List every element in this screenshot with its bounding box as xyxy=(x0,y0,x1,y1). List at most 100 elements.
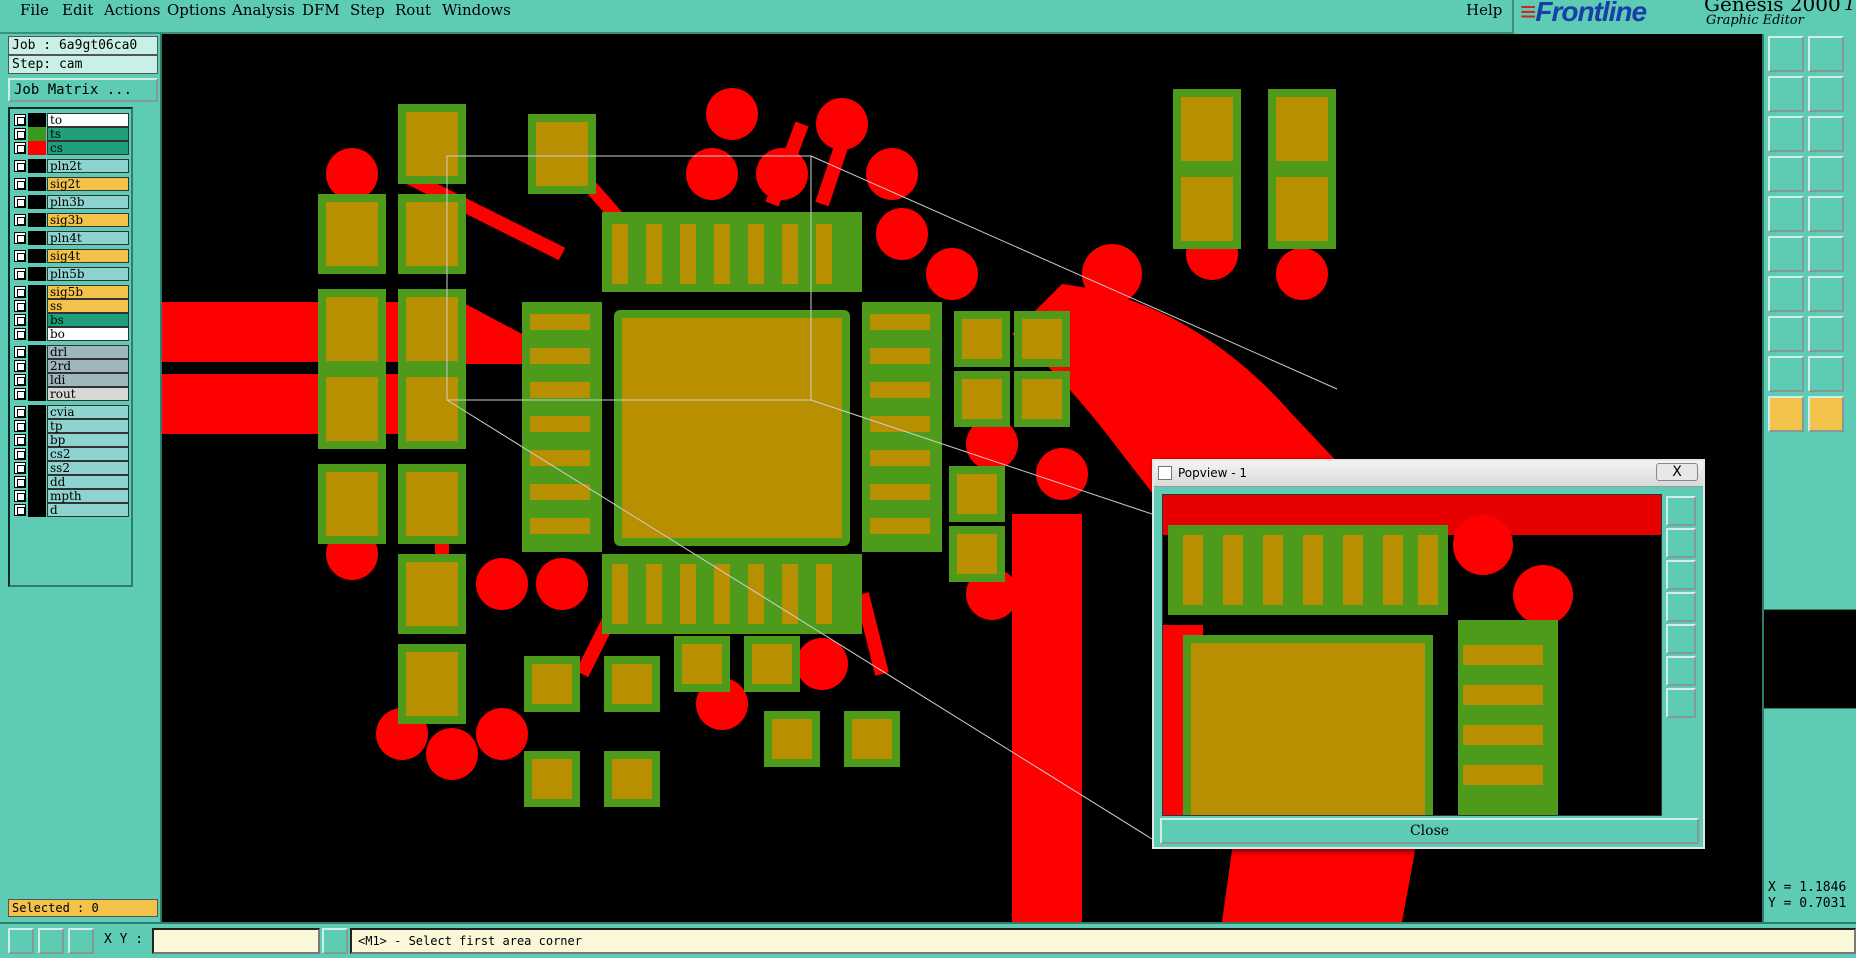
layer-checkbox[interactable] xyxy=(14,374,26,386)
close-icon[interactable]: X xyxy=(1656,463,1698,481)
layer-checkbox[interactable] xyxy=(14,214,26,226)
layer-row-drl[interactable]: drl xyxy=(14,345,129,359)
fit-all-icon[interactable] xyxy=(1666,688,1696,718)
popview-canvas[interactable] xyxy=(1162,494,1662,816)
layer-row-sig4t[interactable]: sig4t xyxy=(14,249,129,263)
move-icon[interactable] xyxy=(1768,236,1804,272)
line-icon[interactable] xyxy=(1808,316,1844,352)
add-pad-icon[interactable] xyxy=(1768,316,1804,352)
layer-row-ldi[interactable]: ldi xyxy=(14,373,129,387)
layer-checkbox[interactable] xyxy=(14,300,26,312)
layer-checkbox[interactable] xyxy=(14,490,26,502)
layer-row-2rd[interactable]: 2rd xyxy=(14,359,129,373)
layer-row-ss[interactable]: ss xyxy=(14,299,129,313)
layer-checkbox[interactable] xyxy=(14,314,26,326)
fit-icon[interactable] xyxy=(1768,116,1804,152)
pan-right-icon[interactable] xyxy=(1808,76,1844,112)
layer-row-bs[interactable]: bs xyxy=(14,313,129,327)
layer-checkbox[interactable] xyxy=(14,250,26,262)
menu-rout[interactable]: Rout xyxy=(395,1,432,19)
layer-row-sig3b[interactable]: sig3b xyxy=(14,213,129,227)
layer-row-bp[interactable]: bp xyxy=(14,433,129,447)
draw-line-icon[interactable] xyxy=(1808,276,1844,312)
layer-checkbox[interactable] xyxy=(14,448,26,460)
layer-row-pln3b[interactable]: pln3b xyxy=(14,195,129,209)
layer-checkbox[interactable] xyxy=(14,388,26,400)
delete-icon[interactable] xyxy=(1808,196,1844,232)
layer-checkbox[interactable] xyxy=(14,462,26,474)
layer-row-cvia[interactable]: cvia xyxy=(14,405,129,419)
layer-row-to[interactable]: to xyxy=(14,113,129,127)
pan-left-icon[interactable] xyxy=(1666,592,1696,622)
grid-icon[interactable] xyxy=(68,928,94,954)
cross-icon[interactable] xyxy=(1808,236,1844,272)
layer-checkbox[interactable] xyxy=(14,178,26,190)
layer-row-bo[interactable]: bo xyxy=(14,327,129,341)
arrow-icon[interactable] xyxy=(1768,396,1804,432)
layer-row-sig2t[interactable]: sig2t xyxy=(14,177,129,191)
arc-icon[interactable] xyxy=(1768,356,1804,392)
layer-row-pln4t[interactable]: pln4t xyxy=(14,231,129,245)
layer-checkbox[interactable] xyxy=(14,142,26,154)
layer-checkbox[interactable] xyxy=(14,406,26,418)
zoom-in-icon[interactable] xyxy=(1666,528,1696,558)
zoom-in-icon[interactable] xyxy=(1768,36,1804,72)
layer-checkbox[interactable] xyxy=(14,268,26,280)
popview-titlebar[interactable]: Popview - 1 X xyxy=(1154,461,1703,487)
layer-row-ss2[interactable]: ss2 xyxy=(14,461,129,475)
fit-icon[interactable] xyxy=(1666,656,1696,686)
menu-options[interactable]: Options xyxy=(167,1,227,19)
pan-right-icon[interactable] xyxy=(1666,624,1696,654)
layer-row-cs[interactable]: cs xyxy=(14,141,129,155)
overview-map[interactable] xyxy=(1764,609,1856,709)
angle-icon[interactable] xyxy=(38,928,64,954)
fit-all-icon[interactable] xyxy=(1808,116,1844,152)
menu-edit[interactable]: Edit xyxy=(62,1,94,19)
layer-row-cs2[interactable]: cs2 xyxy=(14,447,129,461)
layer-row-rout[interactable]: rout xyxy=(14,387,129,401)
pointer-icon[interactable] xyxy=(1808,396,1844,432)
layer-checkbox[interactable] xyxy=(14,128,26,140)
menu-dfm[interactable]: DFM xyxy=(302,1,340,19)
layer-row-dd[interactable]: dd xyxy=(14,475,129,489)
layer-checkbox[interactable] xyxy=(14,434,26,446)
zoom-home-icon[interactable] xyxy=(1666,496,1696,526)
job-matrix-button[interactable]: Job Matrix ... xyxy=(8,78,158,102)
snap-icon[interactable] xyxy=(1808,156,1844,192)
layer-checkbox[interactable] xyxy=(14,346,26,358)
popview-close-button[interactable]: Close xyxy=(1160,818,1699,844)
layer-checkbox[interactable] xyxy=(14,328,26,340)
zoom-out-icon[interactable] xyxy=(1666,560,1696,590)
layer-checkbox[interactable] xyxy=(14,114,26,126)
menu-step[interactable]: Step xyxy=(350,1,385,19)
menu-windows[interactable]: Windows xyxy=(442,1,511,19)
triangle-icon[interactable] xyxy=(1808,356,1844,392)
layer-row-pln2t[interactable]: pln2t xyxy=(14,159,129,173)
layer-row-ts[interactable]: ts xyxy=(14,127,129,141)
layer-checkbox[interactable] xyxy=(14,160,26,172)
layer-checkbox[interactable] xyxy=(14,196,26,208)
pan-left-icon[interactable] xyxy=(1768,76,1804,112)
zoom-out-icon[interactable] xyxy=(1808,36,1844,72)
menu-actions[interactable]: Actions xyxy=(104,1,161,19)
menu-file[interactable]: File xyxy=(20,1,49,19)
layer-checkbox[interactable] xyxy=(14,504,26,516)
layer-checkbox[interactable] xyxy=(14,420,26,432)
select-icon[interactable] xyxy=(1768,196,1804,232)
menu-analysis[interactable]: Analysis xyxy=(232,1,295,19)
info-icon[interactable] xyxy=(322,928,348,954)
layer-row-pln5b[interactable]: pln5b xyxy=(14,267,129,281)
layer-checkbox[interactable] xyxy=(14,286,26,298)
snap-grid-icon[interactable] xyxy=(8,928,34,954)
menu-help[interactable]: Help xyxy=(1466,1,1503,19)
layer-checkbox[interactable] xyxy=(14,232,26,244)
layer-row-d[interactable]: d xyxy=(14,503,129,517)
layer-row-tp[interactable]: tp xyxy=(14,419,129,433)
measure-icon[interactable] xyxy=(1768,156,1804,192)
graphic-canvas[interactable]: Popview - 1 X xyxy=(162,34,1762,922)
layer-row-sig5b[interactable]: sig5b xyxy=(14,285,129,299)
xy-input[interactable] xyxy=(152,928,320,954)
layer-checkbox[interactable] xyxy=(14,476,26,488)
layer-row-mpth[interactable]: mpth xyxy=(14,489,129,503)
layer-checkbox[interactable] xyxy=(14,360,26,372)
